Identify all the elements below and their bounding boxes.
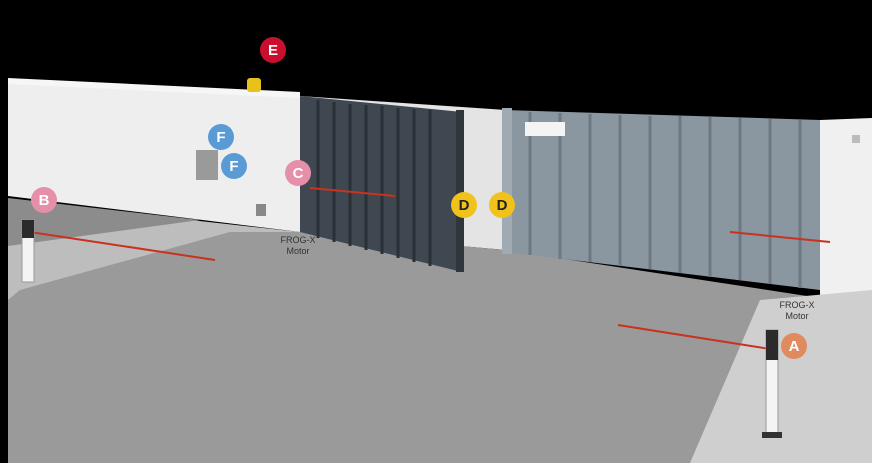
motor-label-left: FROG-X Motor [268, 235, 328, 257]
wall-keyswitch [256, 204, 266, 216]
motor-label-right-line2: Motor [767, 311, 827, 322]
control-box [196, 150, 218, 180]
marker-f-top: F [208, 124, 234, 150]
gate-post-right [502, 108, 512, 254]
motor-label-right: FROG-X Motor [767, 300, 827, 322]
photocell-base-a [762, 432, 782, 438]
marker-d-left: D [451, 192, 477, 218]
wall-fixture [852, 135, 860, 143]
gate-post-left [456, 110, 464, 272]
motor-label-left-line2: Motor [268, 246, 328, 257]
flashing-lamp [247, 78, 261, 92]
right-wall [820, 118, 872, 300]
marker-f-bottom: F [221, 153, 247, 179]
marker-e: E [260, 37, 286, 63]
marker-a: A [781, 333, 807, 359]
motor-label-right-line1: FROG-X [767, 300, 827, 311]
marker-d-right: D [489, 192, 515, 218]
marker-b: B [31, 187, 57, 213]
photocell-head-b [22, 220, 34, 238]
motor-label-left-line1: FROG-X [268, 235, 328, 246]
marker-c: C [285, 160, 311, 186]
photocell-head-a [766, 330, 778, 360]
gate-warning-sign [525, 122, 565, 136]
